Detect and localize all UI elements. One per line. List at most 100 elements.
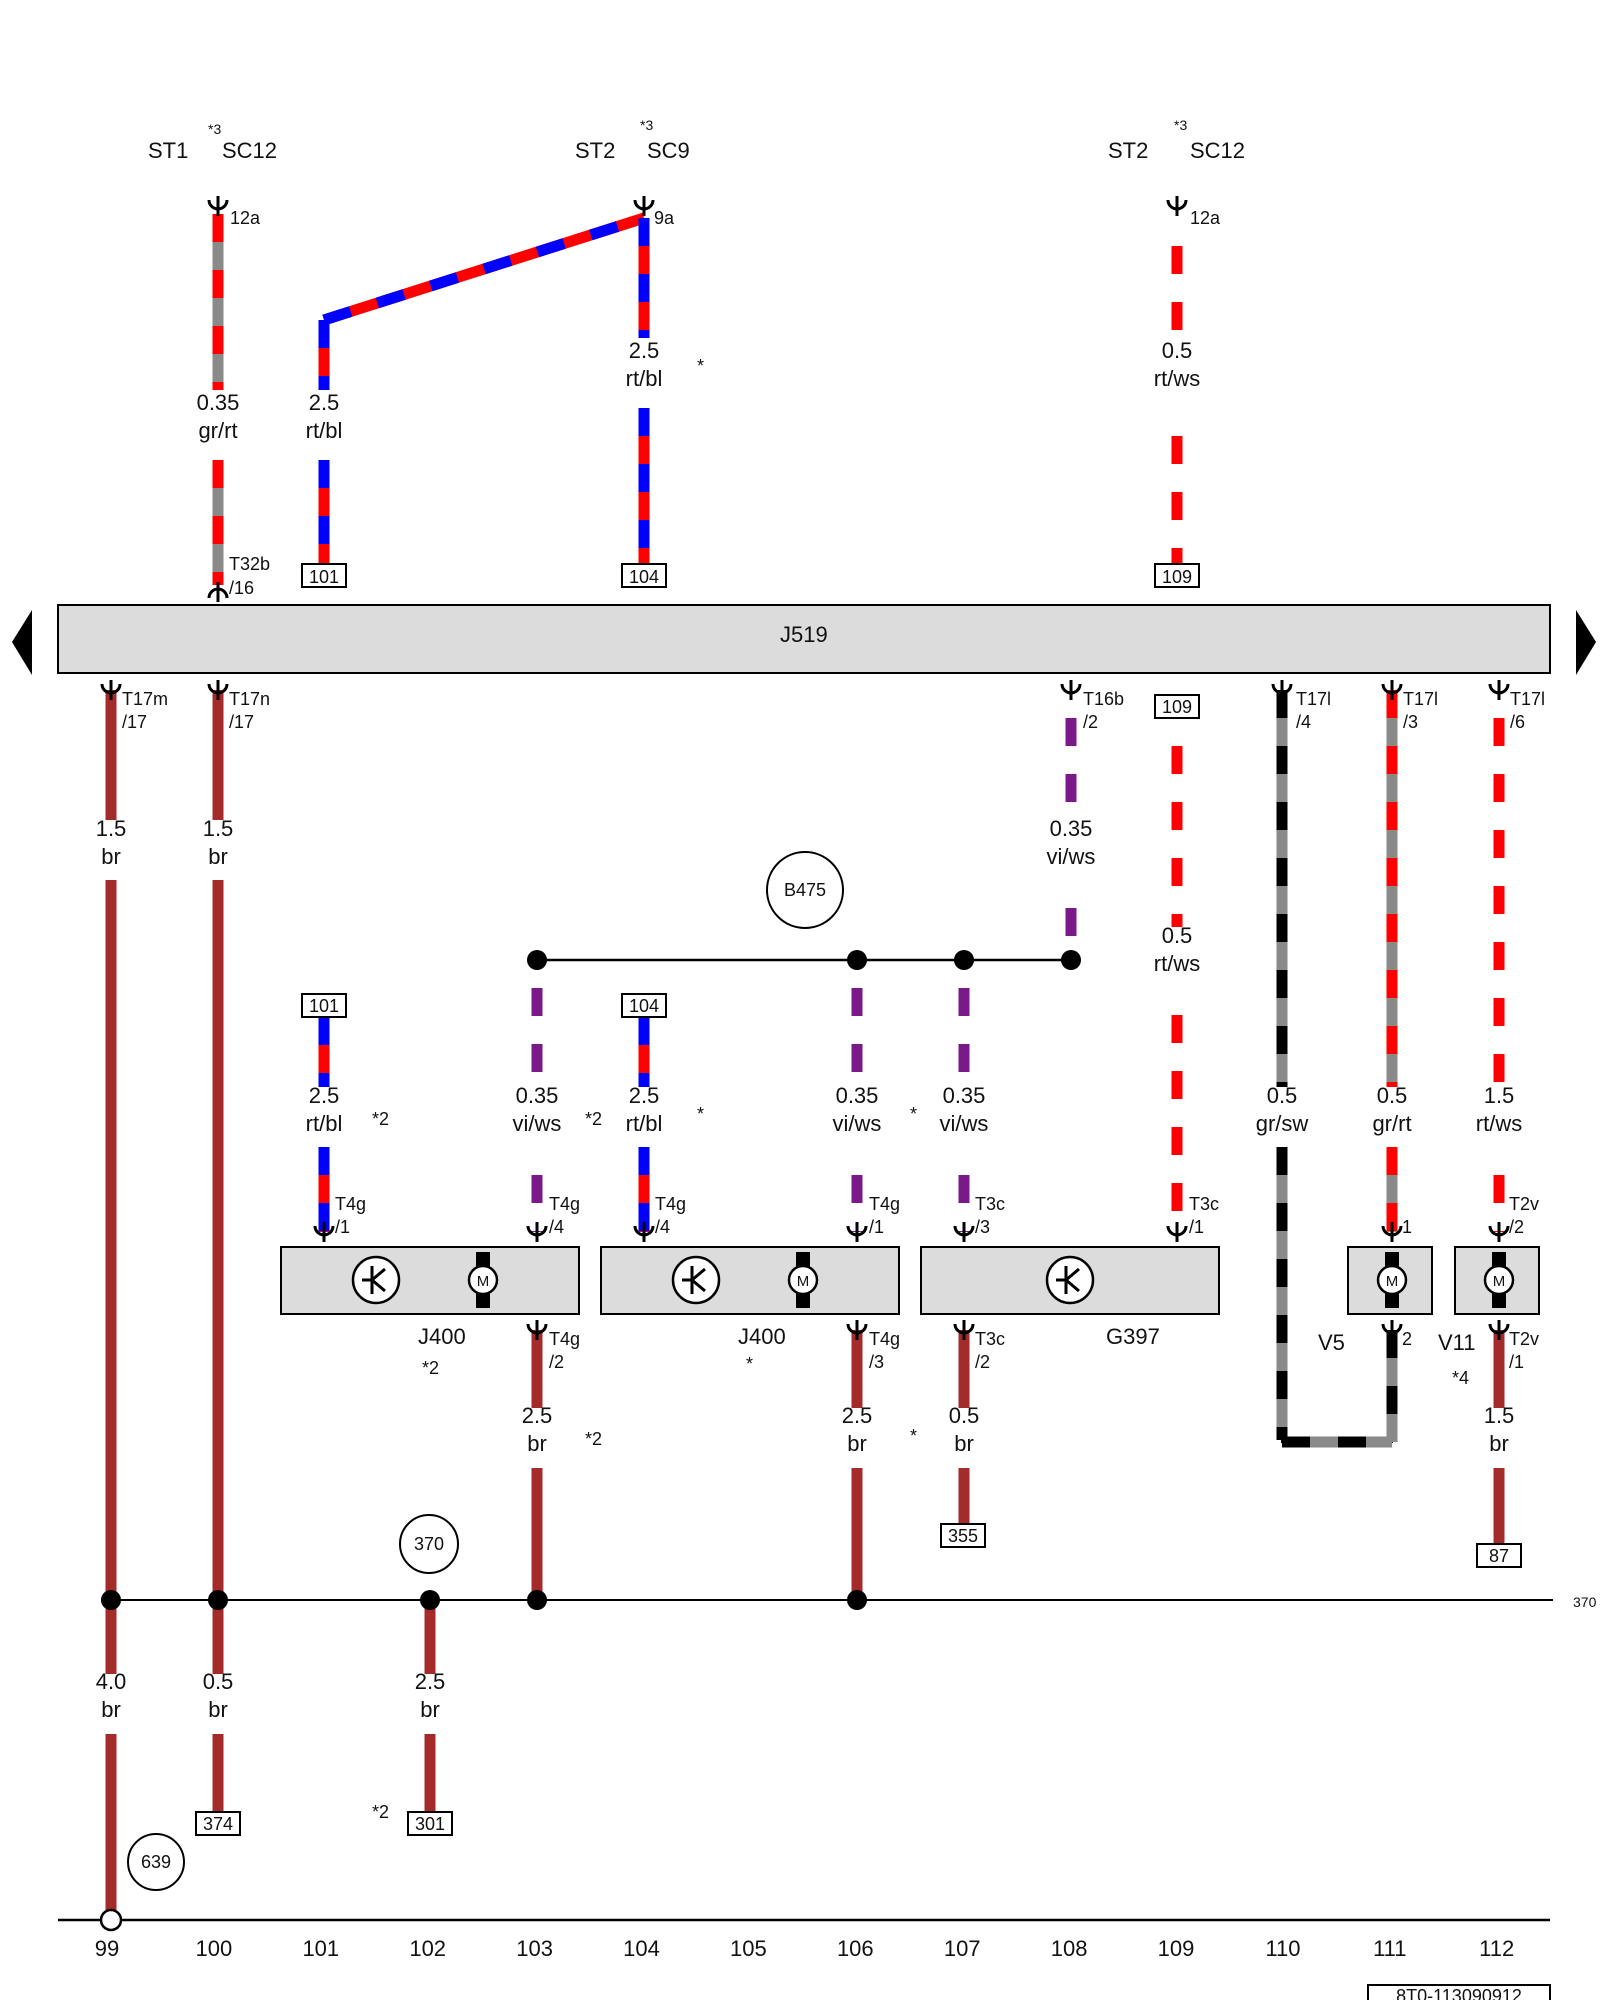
ref-box-87[interactable]	[1476, 1543, 1522, 1568]
supply-st2-right: ST2	[1108, 138, 1148, 163]
sensor-symbol-icon	[351, 1255, 401, 1305]
wire-size-label: 2.5	[309, 1083, 340, 1108]
conn-t17l-6: T17l	[1510, 689, 1545, 709]
note-star2-w9: *2	[372, 1109, 389, 1129]
wire-color-label: rt/ws	[1154, 951, 1200, 976]
conn-v5-pin-1: 1	[1402, 1217, 1412, 1237]
wire-color-label: vi/ws	[940, 1111, 989, 1136]
wire-size-label: 2.5	[522, 1403, 553, 1428]
conn-t4g-4-right-pin: /4	[655, 1217, 670, 1237]
ref-box-109-top-label[interactable]: 109	[1162, 567, 1192, 587]
column-number: 103	[516, 1936, 553, 1961]
column-number: 112	[1479, 1936, 1514, 1961]
ref-box-101-top[interactable]	[301, 563, 347, 588]
pin-cup-icon	[100, 680, 122, 700]
conn-t16b-pin: /2	[1083, 712, 1098, 732]
conn-t2v-1-pin: /1	[1509, 1352, 1524, 1372]
wire-size-label: 0.5	[1377, 1083, 1408, 1108]
wire-size-label: 0.5	[949, 1403, 980, 1428]
column-number: 105	[730, 1936, 767, 1961]
v11-label: V11	[1438, 1330, 1476, 1355]
bus-ref-370: 370	[1573, 1594, 1597, 1610]
wire-color-label: br	[420, 1697, 440, 1722]
ref-box-374[interactable]	[195, 1811, 241, 1836]
component-j400-right	[600, 1246, 900, 1315]
wire-color-label: gr/rt	[198, 418, 237, 443]
ref-box-355-label[interactable]: 355	[948, 1526, 978, 1546]
conn-v5-pin-2: 2	[1402, 1329, 1412, 1349]
motor-glyph: M	[1493, 1273, 1506, 1290]
j400-left-label: J400	[418, 1324, 466, 1349]
note-star-w18: *	[910, 1426, 917, 1446]
ref-box-109-lower[interactable]	[1154, 694, 1200, 719]
wire-size-label: 1.5	[203, 816, 234, 841]
ref-box-374-label[interactable]: 374	[203, 1814, 233, 1834]
v5-label: V5	[1318, 1330, 1345, 1355]
junction-dot	[420, 1590, 440, 1610]
wire-size-label: 0.35	[943, 1083, 986, 1108]
wire-size-label: 0.35	[1050, 816, 1093, 841]
pin-12a-left: 12a	[230, 208, 261, 228]
column-number: 111	[1373, 1936, 1406, 1961]
component-j400-left	[280, 1246, 580, 1315]
junction-dot	[208, 1590, 228, 1610]
wire-color-label: gr/rt	[1372, 1111, 1411, 1136]
pin-cup-icon	[1488, 1320, 1510, 1340]
wire-size-label: 0.35	[836, 1083, 879, 1108]
ref-box-301[interactable]	[407, 1811, 453, 1836]
pin-cup-icon	[1381, 1320, 1403, 1340]
next-page-arrow-icon[interactable]	[1576, 610, 1596, 675]
ref-box-101-lower[interactable]	[301, 993, 347, 1018]
conn-t17n-pin: /17	[229, 712, 254, 732]
ref-box-104-lower-label[interactable]: 104	[629, 996, 659, 1016]
pin-cup-icon	[207, 680, 229, 700]
wire-size-label: 2.5	[629, 1083, 660, 1108]
note-star-w12: *	[910, 1104, 917, 1124]
ref-box-355[interactable]	[940, 1523, 986, 1548]
supply-note-left: *3	[208, 121, 221, 137]
ref-box-87-label[interactable]: 87	[1489, 1546, 1509, 1566]
motor-glyph: M	[797, 1273, 810, 1290]
supply-note-middle: *3	[640, 117, 653, 133]
ref-box-104-lower[interactable]	[621, 993, 667, 1018]
wire-size-label: 2.5	[842, 1403, 873, 1428]
conn-t17l-3-pin: /3	[1403, 712, 1418, 732]
column-number: 109	[1158, 1936, 1195, 1961]
wire-color-label: br	[847, 1431, 867, 1456]
motor-glyph: M	[1386, 1273, 1399, 1290]
junction-dot	[1061, 950, 1081, 970]
ref-box-109-top[interactable]	[1154, 563, 1200, 588]
pin-cup-icon	[1271, 680, 1293, 700]
circle-ref-639-label: 639	[141, 1852, 171, 1872]
wire-rt-bl-diagonal	[322, 212, 646, 326]
ref-box-101-top-label[interactable]: 101	[309, 567, 339, 587]
pin-cup-icon	[313, 1222, 335, 1242]
wire-color-label: vi/ws	[833, 1111, 882, 1136]
ref-box-104-top-label[interactable]: 104	[629, 567, 659, 587]
wire-color-label: rt/bl	[626, 366, 663, 391]
conn-t17m: T17m	[122, 689, 168, 709]
wire-color-label: rt/bl	[306, 418, 343, 443]
junction-dot	[527, 950, 547, 970]
conn-t3c-2-pin: /2	[975, 1352, 990, 1372]
wire-size-label: 2.5	[415, 1669, 446, 1694]
conn-t3c-1: T3c	[1189, 1194, 1219, 1214]
wire-color-label: gr/sw	[1256, 1111, 1309, 1136]
motor-symbol-icon: M	[1483, 1252, 1515, 1308]
ref-box-301-label[interactable]: 301	[415, 1814, 445, 1834]
column-number: 108	[1051, 1936, 1088, 1961]
circle-ref-370-label: 370	[414, 1534, 444, 1554]
supply-sc12-left: SC12	[222, 138, 277, 163]
conn-t32b: T32b	[229, 554, 270, 574]
pin-cup-icon	[207, 196, 229, 216]
wire-size-label: 0.35	[197, 390, 240, 415]
g397-label: G397	[1106, 1324, 1160, 1349]
ref-box-104-top[interactable]	[621, 563, 667, 588]
ref-box-109-lower-label[interactable]: 109	[1162, 697, 1192, 717]
conn-t3c-1-pin: /1	[1189, 1217, 1204, 1237]
note-star-w11: *	[697, 1104, 704, 1124]
ref-box-101-lower-label[interactable]: 101	[309, 996, 339, 1016]
previous-page-arrow-icon[interactable]	[12, 610, 32, 675]
